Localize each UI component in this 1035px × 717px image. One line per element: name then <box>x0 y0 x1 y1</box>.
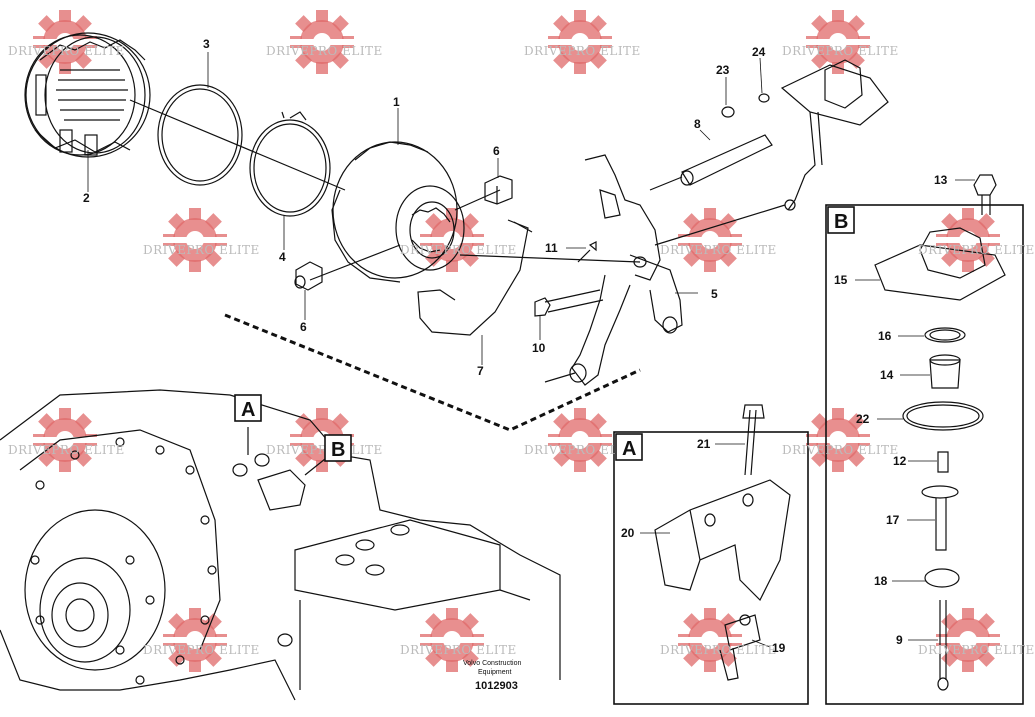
brand-line-1: Volvo Construction <box>463 660 521 667</box>
svg-text:DRIVEPRO ELITE: DRIVEPRO ELITE <box>266 44 383 58</box>
callout-14: 14 <box>880 368 894 382</box>
svg-text:DRIVEPRO ELITE: DRIVEPRO ELITE <box>782 44 899 58</box>
detail-label-b-main: B <box>324 434 352 462</box>
detail-label-b-box: B <box>827 206 855 234</box>
svg-text:A: A <box>241 399 255 421</box>
callout-24: 24 <box>752 45 766 59</box>
detail-a-parts <box>654 404 791 681</box>
svg-text:A: A <box>622 438 636 460</box>
callout-1: 1 <box>393 95 400 109</box>
line-art <box>0 32 1024 705</box>
svg-text:DRIVEPRO ELITE: DRIVEPRO ELITE <box>524 44 641 58</box>
svg-text:DRIVEPRO ELITE: DRIVEPRO ELITE <box>143 643 260 657</box>
detail-label-a-box: A <box>615 433 643 461</box>
detail-b-parts <box>874 174 1006 691</box>
part-23-plug <box>721 106 735 118</box>
part-8-pin <box>680 134 773 186</box>
svg-text:B: B <box>331 439 345 461</box>
part-10-bolt <box>534 289 604 317</box>
callout-7: 7 <box>477 364 484 378</box>
part-24-washer <box>758 93 770 103</box>
callout-23: 23 <box>716 63 730 77</box>
part-3-oring <box>157 84 243 186</box>
part-4-circlip <box>249 111 331 217</box>
detail-label-a-main: A <box>234 394 262 422</box>
svg-text:DRIVEPRO ELITE: DRIVEPRO ELITE <box>524 443 641 457</box>
callout-13: 13 <box>934 173 948 187</box>
callout-11: 11 <box>545 241 558 255</box>
svg-text:DRIVEPRO ELITE: DRIVEPRO ELITE <box>143 243 260 257</box>
svg-text:DRIVEPRO ELITE: DRIVEPRO ELITE <box>400 243 517 257</box>
callout-18: 18 <box>874 574 888 588</box>
callout-4: 4 <box>279 250 286 264</box>
callout-8: 8 <box>694 117 701 131</box>
svg-text:B: B <box>834 211 848 233</box>
svg-text:DRIVEPRO ELITE: DRIVEPRO ELITE <box>660 643 777 657</box>
detail-b-frame <box>825 204 1024 705</box>
cylinder-assembly <box>780 59 889 211</box>
callout-2: 2 <box>83 191 90 205</box>
part-6-pad-upper <box>484 175 513 205</box>
callout-22: 22 <box>856 412 870 426</box>
part-5-fork <box>569 154 683 386</box>
svg-text:DRIVEPRO ELITE: DRIVEPRO ELITE <box>918 643 1035 657</box>
part-6-pad-lower <box>294 261 323 291</box>
callout-numbers: 3 2 1 4 6 6 7 10 11 5 8 23 24 13 15 16 1… <box>83 37 948 655</box>
callout-9: 9 <box>896 633 903 647</box>
svg-text:DRIVEPRO ELITE: DRIVEPRO ELITE <box>660 243 777 257</box>
callout-6-lower: 6 <box>300 320 307 334</box>
callout-21: 21 <box>697 437 711 451</box>
callout-5: 5 <box>711 287 718 301</box>
detail-a-frame <box>613 431 809 705</box>
callout-6-upper: 6 <box>493 144 500 158</box>
brand-line-2: Equipment <box>478 669 512 676</box>
drawing-number: 1012903 <box>475 680 518 692</box>
callout-3: 3 <box>203 37 210 51</box>
svg-text:DRIVEPRO ELITE: DRIVEPRO ELITE <box>782 443 899 457</box>
part-11-pin <box>577 241 597 263</box>
callout-16: 16 <box>878 329 892 343</box>
svg-text:DRIVEPRO ELITE: DRIVEPRO ELITE <box>266 443 383 457</box>
drawing-footer: Volvo Construction Equipment 1012903 <box>463 660 521 692</box>
callout-17: 17 <box>886 513 900 527</box>
leader-lines <box>87 52 975 648</box>
svg-text:DRIVEPRO ELITE: DRIVEPRO ELITE <box>8 443 125 457</box>
part-7-wire <box>417 219 529 336</box>
callout-12: 12 <box>893 454 907 468</box>
callout-10: 10 <box>532 341 546 355</box>
watermark-text: DRIVEPRO ELITE DRIVEPRO ELITE DRIVEPRO E… <box>8 44 1035 657</box>
svg-text:DRIVEPRO ELITE: DRIVEPRO ELITE <box>400 643 517 657</box>
svg-text:DRIVEPRO ELITE: DRIVEPRO ELITE <box>8 44 125 58</box>
callout-20: 20 <box>621 526 635 540</box>
svg-text:DRIVEPRO ELITE: DRIVEPRO ELITE <box>918 243 1035 257</box>
callout-19: 19 <box>772 641 786 655</box>
callout-15: 15 <box>834 273 848 287</box>
axle-housing <box>0 389 561 701</box>
part-1-hub <box>331 141 465 283</box>
